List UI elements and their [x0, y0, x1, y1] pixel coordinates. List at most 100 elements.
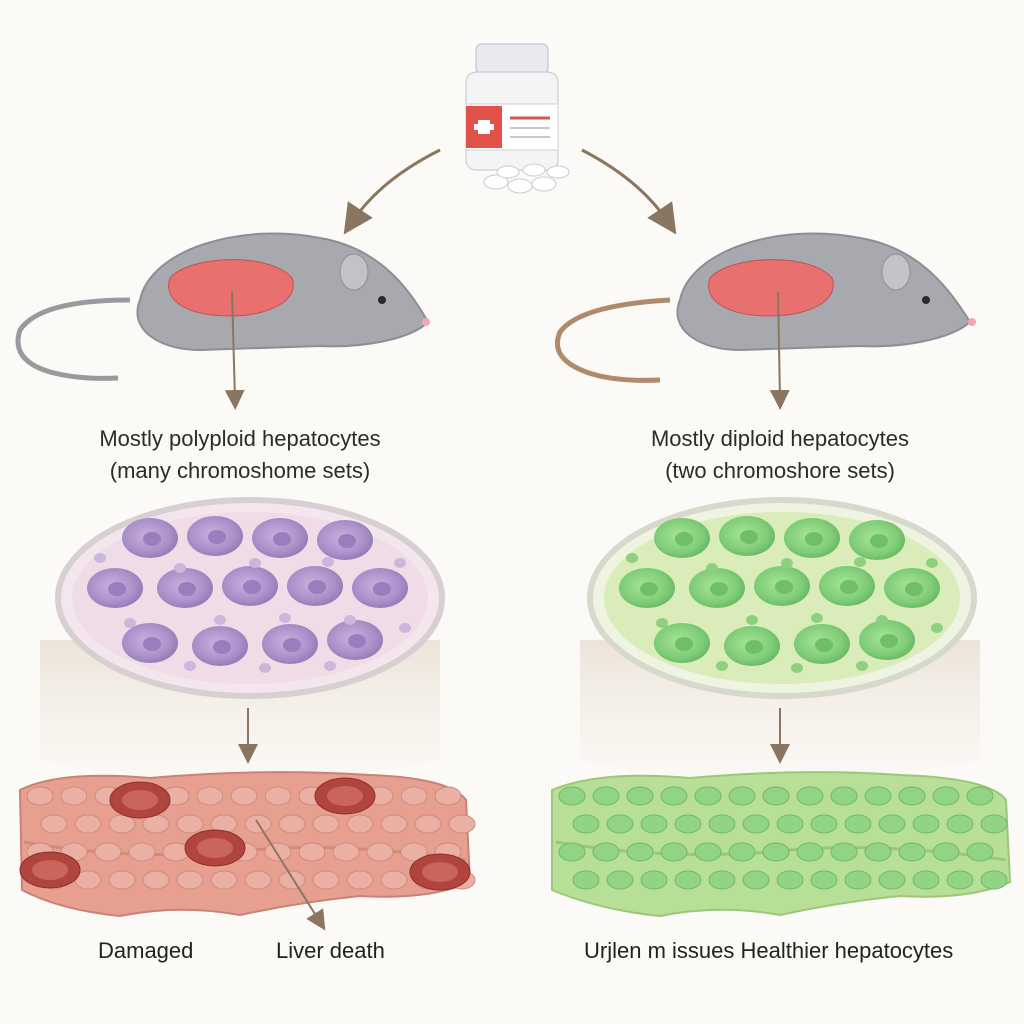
healthy-tissue-cell [878, 870, 906, 890]
diploid-nucleus [745, 640, 763, 654]
necrotic-core [122, 790, 158, 810]
arrow-icon [581, 148, 677, 235]
damaged-tissue-cell [346, 814, 374, 834]
healthy-tissue-cell [966, 842, 994, 862]
healthy-tissue-cell [674, 814, 702, 834]
diploid-vesicle [926, 558, 938, 568]
damaged-tissue-cell [108, 814, 136, 834]
damaged-tissue-cell [26, 786, 54, 806]
damaged-liver-tissue [18, 771, 476, 931]
damaged-tissue-cell [128, 842, 156, 862]
healthy-tissue-cell [742, 814, 770, 834]
healthy-tissue-cell [626, 786, 654, 806]
diploid-vesicle [781, 558, 793, 568]
polyploid-vesicle [184, 661, 196, 671]
damaged-tissue-cell [230, 786, 258, 806]
diploid-nucleus [675, 532, 693, 546]
polyploid-vesicle [214, 615, 226, 625]
damaged-tissue-cell [264, 842, 292, 862]
polyploid-nucleus [208, 530, 226, 544]
healthy-tissue-cell [946, 814, 974, 834]
diploid-vesicle [716, 661, 728, 671]
healthy-tissue-cell [762, 842, 790, 862]
damaged-tissue-cell [346, 870, 374, 890]
damaged-tissue-cell [400, 842, 428, 862]
healthy-tissue-cell [796, 786, 824, 806]
healthy-tissue-cell [932, 842, 960, 862]
damaged-tissue-cell [312, 814, 340, 834]
healthy-tissue-cell [728, 786, 756, 806]
diploid-nucleus [710, 582, 728, 596]
damaged-tissue-cell [380, 814, 408, 834]
polyploid-vesicle [174, 563, 186, 573]
damaged-tissue-cell [196, 786, 224, 806]
damaged-tissue-cell [380, 870, 408, 890]
healthy-tissue-cell [912, 870, 940, 890]
damaged-tissue-cell [278, 870, 306, 890]
polyploid-nucleus [143, 637, 161, 651]
damaged-tissue-cell [60, 786, 88, 806]
damaged-tissue-cell [448, 814, 476, 834]
diploid-nucleus [870, 534, 888, 548]
healthy-tissue-cell [898, 842, 926, 862]
healthy-tissue-cell [572, 870, 600, 890]
healthy-tissue-cell [796, 842, 824, 862]
diploid-nucleus [640, 582, 658, 596]
necrotic-core [422, 862, 458, 882]
damaged-tissue-cell [264, 786, 292, 806]
damaged-tissue-cell [414, 814, 442, 834]
damaged-tissue-cell [332, 842, 360, 862]
diploid-nucleus [840, 580, 858, 594]
damaged-tissue-cell [278, 814, 306, 834]
healthy-tissue-cell [762, 786, 790, 806]
polyploid-nucleus [108, 582, 126, 596]
healthy-tissue-cell [728, 842, 756, 862]
polyploid-nucleus [213, 640, 231, 654]
diploid-nucleus [815, 638, 833, 652]
diploid-vesicle [626, 553, 638, 563]
damaged-tissue-cell [244, 870, 272, 890]
polyploid-nucleus [373, 582, 391, 596]
diploid-vesicle [656, 618, 668, 628]
healthy-tissue-cell [640, 814, 668, 834]
damaged-tissue-cell [434, 786, 462, 806]
healthy-tissue-cell [810, 870, 838, 890]
healthy-liver-tissue [551, 771, 1012, 918]
healthy-tissue-cell [810, 814, 838, 834]
healthy-tissue-cell [572, 814, 600, 834]
left-bottom-label-damaged: Damaged [98, 938, 194, 963]
healthy-tissue-cell [708, 814, 736, 834]
healthy-tissue-cell [606, 870, 634, 890]
damaged-tissue-cell [74, 814, 102, 834]
mouse-icon [554, 232, 976, 410]
healthy-tissue-cell [694, 786, 722, 806]
healthy-tissue-cell [626, 842, 654, 862]
polyploid-nucleus [243, 580, 261, 594]
healthy-tissue-cell [776, 814, 804, 834]
diploid-nucleus [805, 532, 823, 546]
damaged-tissue-cell [210, 870, 238, 890]
damaged-tissue-cell [94, 842, 122, 862]
healthy-tissue-cell [912, 814, 940, 834]
healthy-tissue-cell [640, 870, 668, 890]
healthy-tissue-cell [980, 870, 1008, 890]
healthy-tissue-cell [980, 814, 1008, 834]
healthy-tissue-cell [606, 814, 634, 834]
diploid-nucleus [675, 637, 693, 651]
polyploid-vesicle [322, 557, 334, 567]
right-caption-line1: Mostly diploid hepatocytes [650, 426, 910, 451]
right-bottom-label: Urjlen m issues Healthier hepatocytes [584, 938, 954, 963]
polyploid-nucleus [273, 532, 291, 546]
necrotic-core [197, 838, 233, 858]
damaged-tissue-cell [400, 786, 428, 806]
polyploid-vesicle [394, 558, 406, 568]
polyploid-nucleus [178, 582, 196, 596]
healthy-tissue-cell [558, 786, 586, 806]
healthy-tissue-cell [694, 842, 722, 862]
polyploid-nucleus [338, 534, 356, 548]
healthy-tissue-cell [776, 870, 804, 890]
mouse-icon [15, 232, 430, 410]
damaged-tissue-cell [176, 870, 204, 890]
healthy-tissue-cell [558, 842, 586, 862]
